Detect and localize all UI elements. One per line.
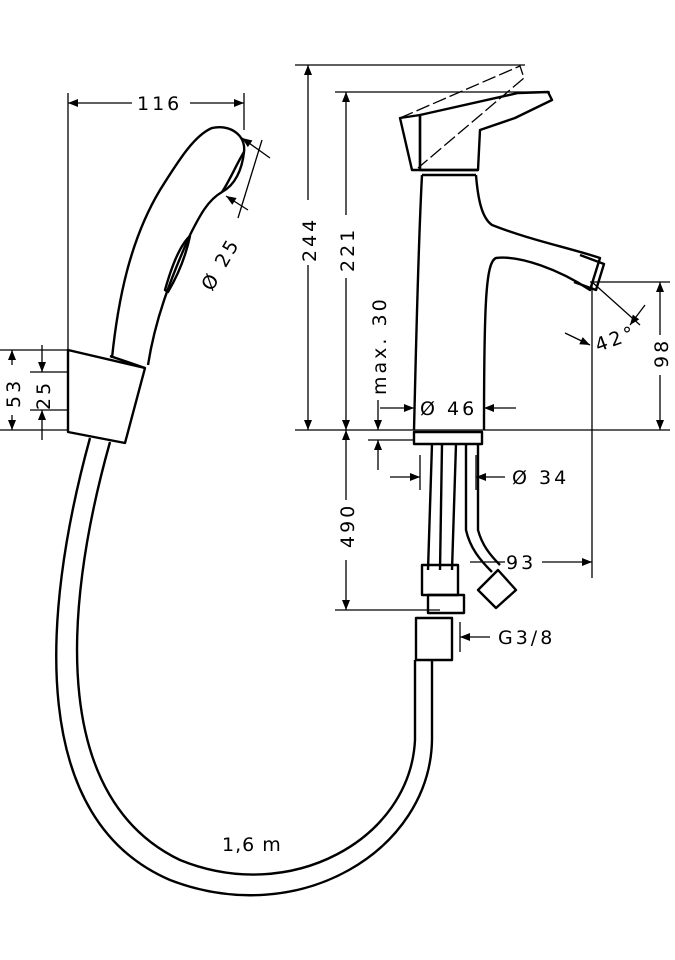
hose <box>55 437 434 897</box>
dim-93: 93 <box>506 552 536 574</box>
dim-116: 116 <box>137 93 182 115</box>
dim-thread: G3/8 <box>498 627 555 649</box>
dim-221: 221 <box>337 227 359 272</box>
dim-hose-length: 1,6 m <box>222 834 282 856</box>
dim-25: 25 <box>33 380 55 410</box>
dim-244: 244 <box>299 217 321 262</box>
dim-98: 98 <box>651 338 673 368</box>
dim-max-30: max. 30 <box>369 296 391 395</box>
dim-diameter-34: Ø 34 <box>512 467 569 489</box>
dim-diameter-46: Ø 46 <box>420 398 477 420</box>
supply-lines <box>412 430 518 662</box>
dim-angle-42: 42° <box>592 321 640 356</box>
dim-53: 53 <box>3 378 25 408</box>
hose-inner <box>75 441 417 876</box>
shower-holder <box>66 348 147 445</box>
dim-490: 490 <box>337 503 359 548</box>
faucet <box>398 65 606 431</box>
dim-diameter-25: Ø 25 <box>197 234 245 295</box>
